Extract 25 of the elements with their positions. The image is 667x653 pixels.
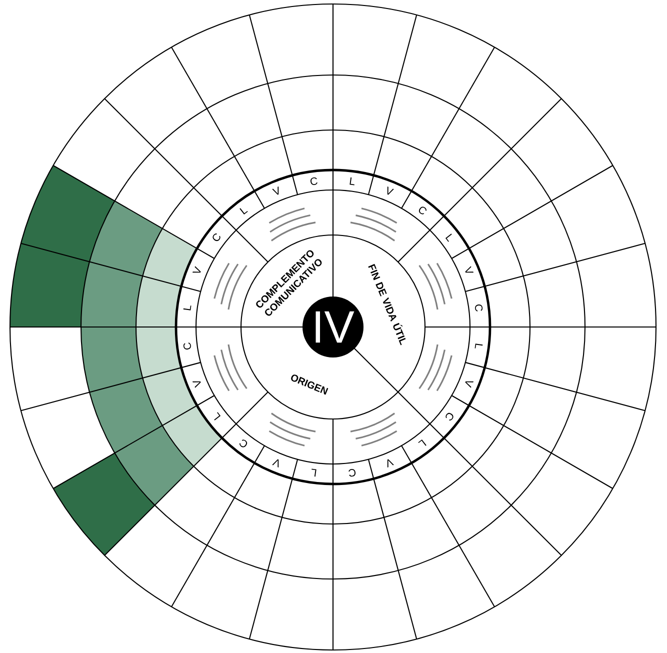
- ring-letter: L: [350, 177, 354, 186]
- ring-letter: L: [240, 208, 248, 215]
- ring-letter: V: [272, 459, 279, 468]
- ring-letter: L: [418, 439, 426, 446]
- ring-letter: V: [465, 266, 474, 273]
- ring-letter: C: [348, 469, 356, 477]
- ring-letter: V: [387, 186, 394, 195]
- ring-letter: C: [240, 440, 248, 448]
- ring-letter: C: [183, 342, 191, 350]
- ring-letter: C: [212, 234, 220, 242]
- ring-letter: L: [183, 306, 192, 310]
- ring-letter: C: [446, 412, 454, 420]
- ring-letter: L: [312, 468, 316, 477]
- ring-letter: V: [192, 381, 201, 388]
- ring-letter: C: [418, 206, 426, 214]
- ring-letter: L: [214, 412, 221, 420]
- ring-letter: V: [192, 266, 201, 273]
- ring-letter: V: [465, 381, 474, 388]
- ring-letter: C: [310, 177, 318, 185]
- ring-letter: C: [475, 304, 483, 312]
- ring-letter: V: [387, 459, 394, 468]
- ring-letter: L: [474, 344, 483, 348]
- sector-title: FIN DE VIDA ÚTIL: [368, 264, 406, 346]
- ring-letter: L: [445, 234, 452, 242]
- ring-letter: V: [272, 186, 279, 195]
